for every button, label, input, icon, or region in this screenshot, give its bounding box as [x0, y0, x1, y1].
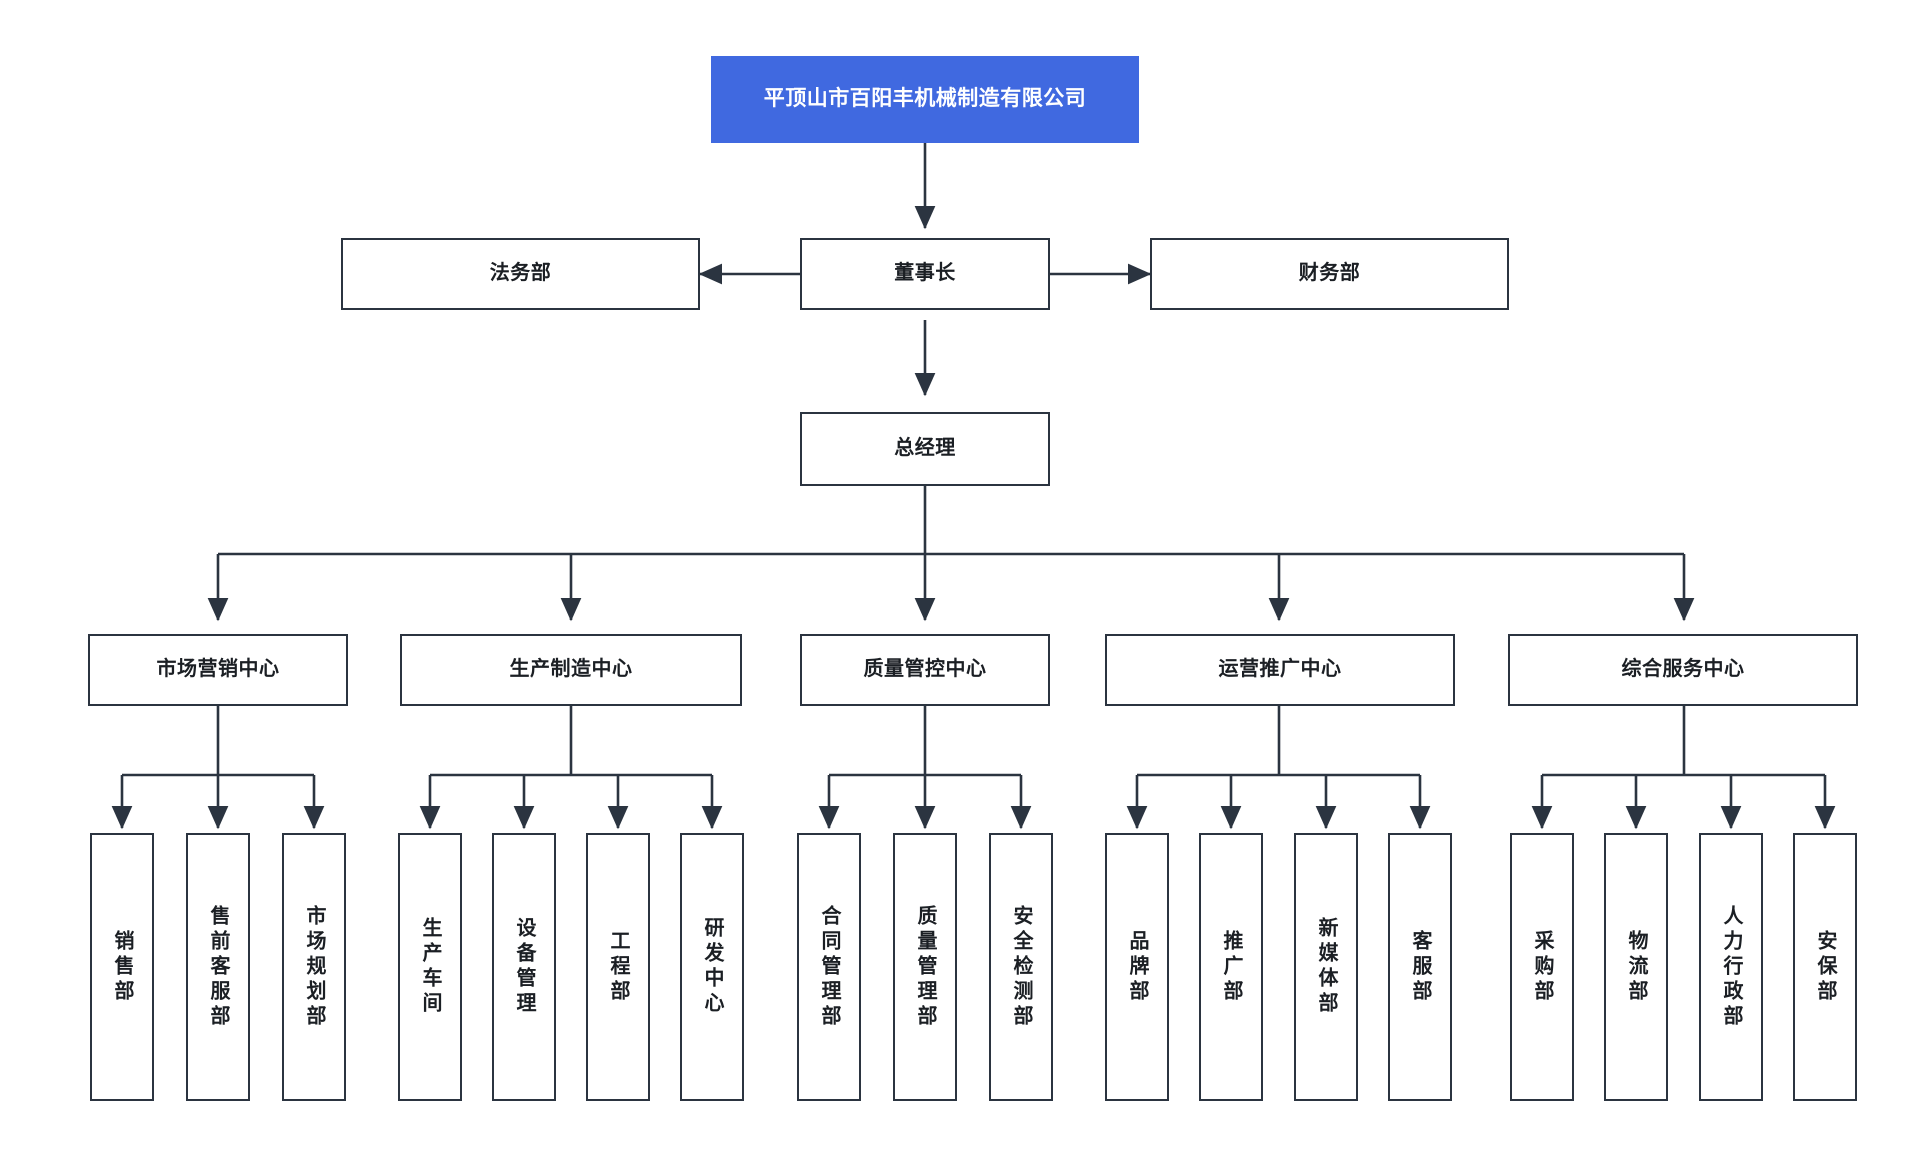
- node-finance-department-label: 财务部: [1298, 262, 1361, 285]
- node-dept-equipment-management[interactable]: 设备管理: [492, 833, 556, 1101]
- node-dept-security[interactable]: 安保部: [1793, 833, 1857, 1101]
- node-dept-production-workshop[interactable]: 生产车间: [398, 833, 462, 1101]
- node-center-operations[interactable]: 运营推广中心: [1105, 634, 1455, 706]
- node-dept-brand-label: 品牌部: [1126, 929, 1148, 1005]
- node-dept-new-media-label: 新媒体部: [1315, 917, 1337, 1017]
- node-dept-equipment-management-label: 设备管理: [513, 917, 535, 1017]
- node-dept-presales-service[interactable]: 售前客服部: [186, 833, 250, 1101]
- node-dept-production-workshop-label: 生产车间: [419, 917, 441, 1017]
- node-general-manager[interactable]: 总经理: [800, 412, 1050, 486]
- node-dept-logistics[interactable]: 物流部: [1604, 833, 1668, 1101]
- node-center-general-service[interactable]: 综合服务中心: [1508, 634, 1858, 706]
- node-dept-new-media[interactable]: 新媒体部: [1294, 833, 1358, 1101]
- node-dept-safety-inspection-label: 安全检测部: [1010, 904, 1032, 1030]
- node-center-quality-label: 质量管控中心: [863, 658, 987, 681]
- node-chairman[interactable]: 董事长: [800, 238, 1050, 310]
- node-dept-contract-management-label: 合同管理部: [818, 904, 840, 1030]
- node-dept-hr-administration-label: 人力行政部: [1720, 904, 1742, 1030]
- node-dept-procurement[interactable]: 采购部: [1510, 833, 1574, 1101]
- node-dept-engineering-label: 工程部: [607, 929, 629, 1005]
- node-dept-promotion-label: 推广部: [1220, 929, 1242, 1005]
- node-dept-presales-service-label: 售前客服部: [207, 904, 229, 1030]
- node-dept-rnd-center-label: 研发中心: [701, 917, 723, 1017]
- node-legal-department-label: 法务部: [489, 262, 552, 285]
- node-legal-department[interactable]: 法务部: [341, 238, 700, 310]
- node-dept-quality-management-label: 质量管理部: [914, 904, 936, 1030]
- node-dept-engineering[interactable]: 工程部: [586, 833, 650, 1101]
- node-company-label: 平顶山市百阳丰机械制造有限公司: [763, 87, 1087, 111]
- node-dept-rnd-center[interactable]: 研发中心: [680, 833, 744, 1101]
- node-center-marketing-label: 市场营销中心: [156, 658, 280, 681]
- node-center-general-service-label: 综合服务中心: [1621, 658, 1745, 681]
- node-dept-contract-management[interactable]: 合同管理部: [797, 833, 861, 1101]
- node-dept-sales[interactable]: 销售部: [90, 833, 154, 1101]
- node-dept-safety-inspection[interactable]: 安全检测部: [989, 833, 1053, 1101]
- node-dept-logistics-label: 物流部: [1625, 929, 1647, 1005]
- node-dept-customer-service-label: 客服部: [1409, 929, 1431, 1005]
- node-center-production-label: 生产制造中心: [509, 658, 633, 681]
- node-dept-quality-management[interactable]: 质量管理部: [893, 833, 957, 1101]
- node-center-quality[interactable]: 质量管控中心: [800, 634, 1050, 706]
- node-center-marketing[interactable]: 市场营销中心: [88, 634, 348, 706]
- node-dept-market-planning-label: 市场规划部: [303, 904, 325, 1030]
- node-dept-security-label: 安保部: [1814, 929, 1836, 1005]
- node-dept-hr-administration[interactable]: 人力行政部: [1699, 833, 1763, 1101]
- node-dept-promotion[interactable]: 推广部: [1199, 833, 1263, 1101]
- node-company[interactable]: 平顶山市百阳丰机械制造有限公司: [711, 56, 1139, 143]
- node-center-production[interactable]: 生产制造中心: [400, 634, 742, 706]
- node-general-manager-label: 总经理: [894, 437, 956, 460]
- node-dept-sales-label: 销售部: [111, 929, 133, 1005]
- node-finance-department[interactable]: 财务部: [1150, 238, 1509, 310]
- node-dept-brand[interactable]: 品牌部: [1105, 833, 1169, 1101]
- node-chairman-label: 董事长: [894, 262, 956, 285]
- node-center-operations-label: 运营推广中心: [1218, 658, 1342, 681]
- node-dept-procurement-label: 采购部: [1531, 929, 1553, 1005]
- node-dept-customer-service[interactable]: 客服部: [1388, 833, 1452, 1101]
- node-dept-market-planning[interactable]: 市场规划部: [282, 833, 346, 1101]
